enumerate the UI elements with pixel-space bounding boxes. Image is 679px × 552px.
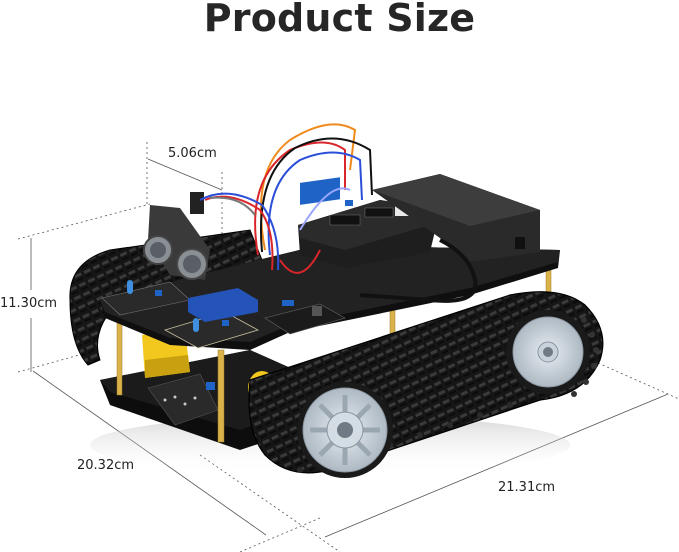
depth-dimension-label: 5.06cm [168, 146, 217, 161]
page-title: Product Size [203, 0, 476, 40]
robot-car [69, 123, 604, 478]
jumper-wires [199, 123, 373, 274]
length-dimension-label: 21.31cm [498, 480, 556, 495]
rear-idler-wheel [506, 310, 590, 394]
servo-motor [188, 288, 258, 322]
ultrasonic-sensor [143, 235, 208, 280]
motor-driver-module [264, 303, 346, 335]
depth-dimension-line [147, 158, 223, 191]
front-sprocket-wheel [297, 382, 393, 478]
rear-left-track [69, 229, 263, 366]
height-dimension-label: 11.30cm [0, 296, 58, 311]
width-dimension-label: 20.32cm [77, 458, 135, 473]
